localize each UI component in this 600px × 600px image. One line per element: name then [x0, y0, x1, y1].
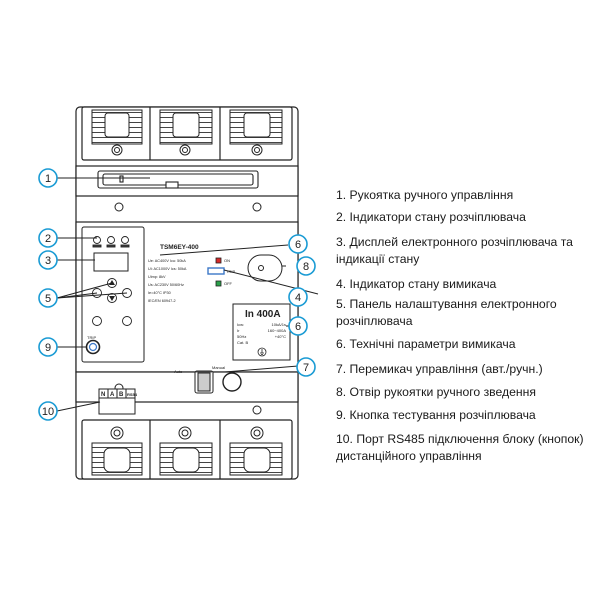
callout-circle	[38, 228, 58, 248]
legend-item: 5. Панель налаштування електронного розч…	[336, 297, 557, 328]
arrow-down-icon	[109, 296, 115, 301]
rs485-port	[98, 388, 136, 415]
legend-item: 7. Перемикач управління (авт./ручн.)	[336, 362, 543, 376]
on-label: ON	[224, 258, 230, 263]
callout-1: 1	[38, 168, 58, 188]
callout-circle	[38, 337, 58, 357]
callout-circle	[296, 357, 316, 377]
trip-status-leds	[92, 236, 130, 248]
legend-item: 9. Кнопка тестування розчіплювача	[336, 408, 536, 422]
onoff-indicator	[207, 257, 225, 287]
bottom-screw-heads	[110, 426, 264, 440]
rating-key: 50Hz	[237, 334, 246, 339]
callout-number: 2	[45, 233, 51, 245]
legend-item: 6. Технічні параметри вимикача	[336, 337, 516, 351]
legend-item: 3. Дисплей електронного розчіплювача та …	[336, 235, 573, 266]
callout-number: 10	[42, 406, 54, 418]
callout-10: 10	[38, 401, 58, 421]
callout-number: 3	[45, 255, 51, 267]
test-label: TRIP	[87, 335, 96, 340]
rating-value: 160~400A	[268, 328, 287, 333]
rating-title: In 400A	[245, 309, 281, 320]
manual-label: Manual	[212, 365, 225, 370]
top-terminal-ribs	[91, 109, 283, 145]
callout-number: 5	[45, 293, 51, 305]
rating-value: 10kA/1s	[272, 322, 286, 327]
callout-circle	[296, 256, 316, 276]
rating-key: Cat. B	[237, 340, 248, 345]
callout-circle	[288, 287, 308, 307]
callout-circle	[288, 234, 308, 254]
callout-7: 7	[296, 357, 316, 377]
rating-key: Icw:	[237, 322, 244, 327]
trip-display	[93, 252, 129, 272]
model-label: TSM6EY-400	[160, 244, 199, 251]
callout-5: 5	[38, 288, 58, 308]
spec-line: IEC/EN 60947-2	[148, 299, 176, 303]
terminal-label: N	[101, 392, 105, 398]
callout-number: 1	[45, 173, 51, 185]
callout-6: 6	[288, 234, 308, 254]
callout-number: 4	[295, 292, 301, 304]
specs-left: Ue: AC400V Icu: 50kA Ui: AC1000V Ics: 50k…	[148, 259, 187, 303]
spec-line: Ue: AC400V Icu: 50kA	[148, 259, 186, 263]
callouts: 1 2 3 4 5 6 6 7 8 9 10	[38, 168, 316, 421]
spec-line: Ie=40°C IP30	[148, 291, 171, 295]
bottom-terminal-ribs	[91, 442, 283, 476]
callout-9: 9	[38, 337, 58, 357]
rating-key: Ir	[237, 328, 240, 333]
callout-number: 8	[303, 261, 309, 273]
callout-3: 3	[38, 250, 58, 270]
callout-6: 6	[288, 316, 308, 336]
callout-8: 8	[296, 256, 316, 276]
legend-item: 4. Індикатор стану вимикача	[336, 277, 497, 291]
callout-circle	[38, 401, 58, 421]
earth-icon	[257, 347, 267, 357]
off-label: OFF	[224, 281, 233, 286]
callout-4: 4	[288, 287, 308, 307]
auto-label: Auto	[174, 369, 183, 374]
callout-circle	[38, 288, 58, 308]
callout-2: 2	[38, 228, 58, 248]
rating-value: +40°C	[275, 334, 286, 339]
spec-line: Us: AC230V 50/60Hz	[148, 283, 184, 287]
legend-item: 10. Порт RS485 підключення блоку (кнопок…	[336, 432, 584, 463]
callout-circle	[288, 316, 308, 336]
spec-line: Ui: AC1000V Ics: 50kA	[148, 267, 187, 271]
callout-number: 6	[295, 239, 301, 251]
callout-number: 7	[303, 362, 309, 374]
callout-number: 6	[295, 321, 301, 333]
terminal-label: A	[110, 392, 115, 398]
callout-circle	[38, 250, 58, 270]
top-screw-heads	[111, 144, 263, 156]
spec-line: Uimp: 8kV	[148, 275, 166, 279]
auto-manual-switch[interactable]	[194, 370, 242, 394]
test-button-inner	[88, 342, 98, 352]
terminal-label: RS54	[127, 392, 138, 397]
manual-reset-hole	[247, 254, 283, 282]
terminal-label: B	[119, 392, 124, 398]
callout-number: 9	[45, 342, 51, 354]
manual-handle[interactable]	[97, 170, 259, 189]
legend-item: 1. Рукоятка ручного управління	[336, 188, 514, 202]
callout-circle	[38, 168, 58, 188]
legend-item: 2. Індикатори стану розчіплювача	[336, 210, 526, 224]
legend-item: 8. Отвір рукоятки ручного зведення	[336, 385, 536, 399]
